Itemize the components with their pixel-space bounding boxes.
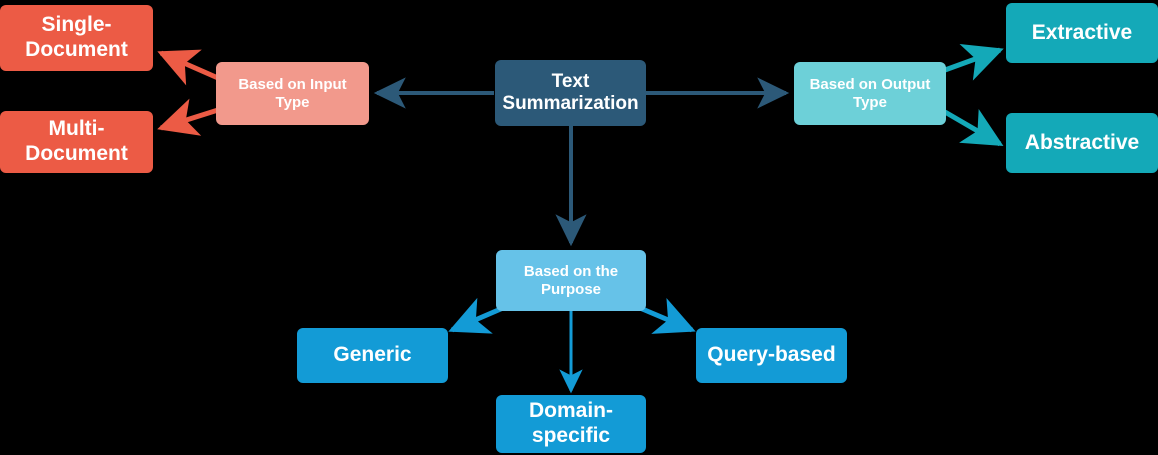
connector-purpose-branch-to-generic <box>448 297 504 334</box>
connector-output-branch-to-extractive <box>944 43 1004 81</box>
connector-input-branch-to-single-document <box>157 49 220 86</box>
node-generic[interactable]: Generic <box>297 328 448 383</box>
node-based-on-input-type[interactable]: Based on Input Type <box>216 62 369 125</box>
node-based-on-the-purpose[interactable]: Based on the Purpose <box>496 250 646 311</box>
node-based-on-output-type[interactable]: Based on Output Type <box>794 62 946 125</box>
node-domain-specific[interactable]: Domain- specific <box>496 395 646 453</box>
node-extractive[interactable]: Extractive <box>1006 3 1158 63</box>
node-multi-document[interactable]: Multi- Document <box>0 111 153 173</box>
node-abstractive[interactable]: Abstractive <box>1006 113 1158 173</box>
connector-output-branch-to-abstractive <box>943 109 1004 147</box>
node-text-summarization[interactable]: Text Summarization <box>495 60 646 126</box>
node-query-based[interactable]: Query-based <box>696 328 847 383</box>
connector-input-branch-to-multi-document <box>157 98 219 136</box>
node-single-document[interactable]: Single- Document <box>0 5 153 71</box>
connector-purpose-branch-to-query-based <box>639 298 696 334</box>
